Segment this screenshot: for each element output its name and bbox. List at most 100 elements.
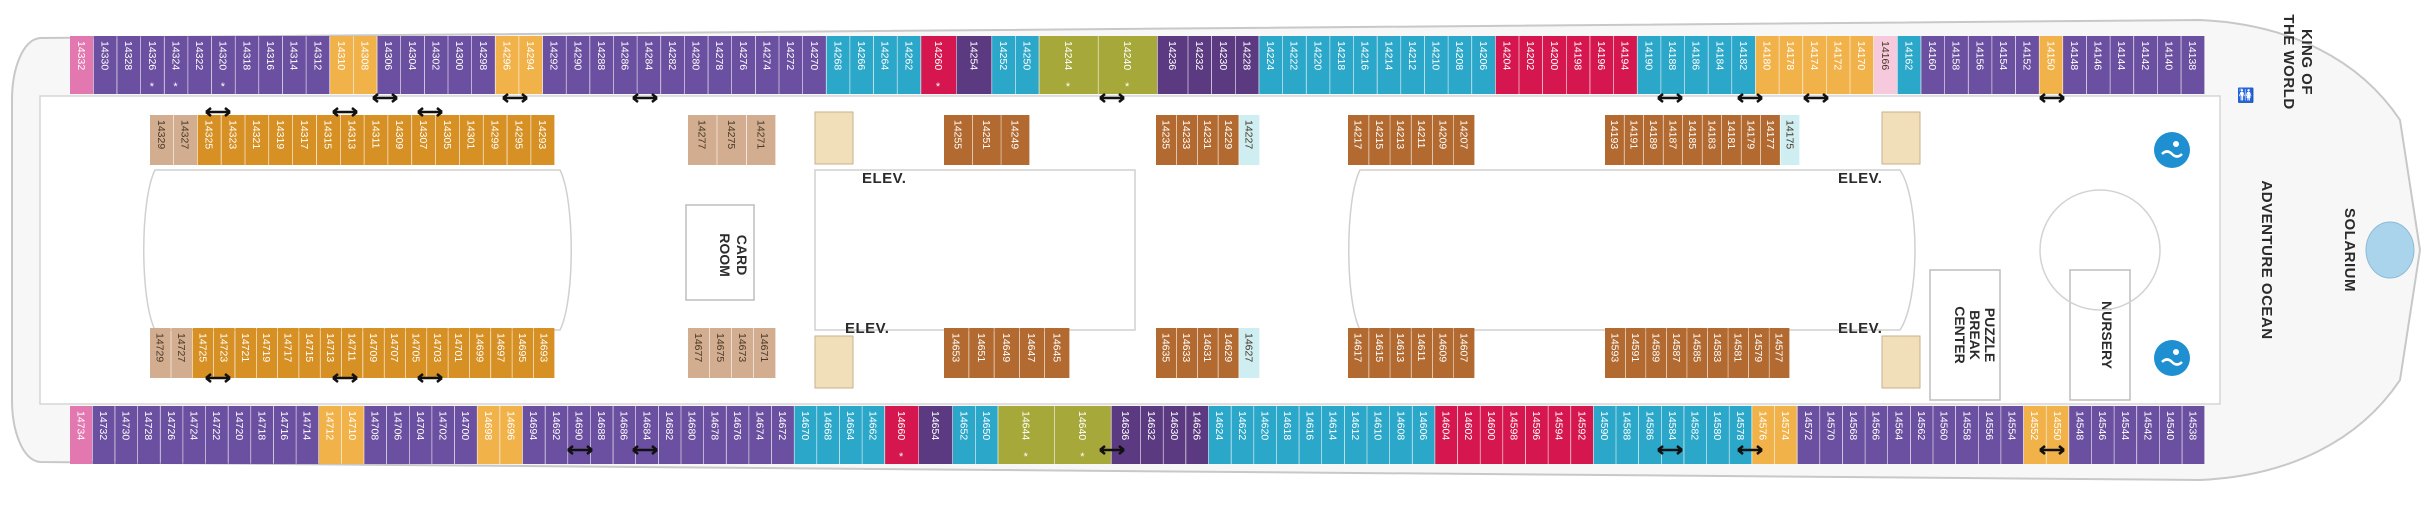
cabin[interactable]: 14158	[1944, 36, 1968, 94]
cabin[interactable]: 14232	[1188, 36, 1212, 94]
cabin[interactable]: 14208	[1448, 36, 1472, 94]
cabin[interactable]: 14207	[1453, 115, 1475, 165]
cabin[interactable]: 14550	[2046, 406, 2069, 464]
cabin[interactable]: 14693	[533, 328, 555, 378]
cabin[interactable]: 14706	[387, 406, 409, 464]
cabin[interactable]: 14695	[512, 328, 534, 378]
cabin[interactable]: 14583	[1707, 328, 1728, 378]
cabin[interactable]: 14177	[1761, 115, 1780, 165]
cabin[interactable]: 14701	[448, 328, 470, 378]
cabin[interactable]: 14616	[1299, 406, 1322, 464]
cabin[interactable]: 14703	[427, 328, 448, 378]
cabin[interactable]: 14588	[1616, 406, 1639, 464]
cabin[interactable]: 14215	[1369, 115, 1390, 165]
cabin[interactable]: 14649	[994, 328, 1019, 378]
cabin[interactable]: 14662	[862, 406, 885, 464]
cabin[interactable]: 14594	[1548, 406, 1571, 464]
cabin[interactable]: 14284	[637, 36, 661, 94]
cabin[interactable]: 14282	[661, 36, 685, 94]
cabin[interactable]: 14730	[115, 406, 138, 464]
cabin[interactable]: 14314	[282, 36, 306, 94]
cabin[interactable]: 14185	[1683, 115, 1702, 165]
cabin[interactable]: 14598	[1503, 406, 1526, 464]
cabin[interactable]: 14210	[1424, 36, 1448, 94]
cabin[interactable]: 14718	[251, 406, 274, 464]
cabin[interactable]: 14635	[1156, 328, 1177, 378]
cabin[interactable]: 14556	[1978, 406, 2001, 464]
cabin[interactable]: 14326*	[140, 36, 164, 94]
cabin[interactable]: 14696	[500, 406, 523, 464]
cabin[interactable]: 14209	[1432, 115, 1454, 165]
cabin[interactable]: 14574	[1774, 406, 1797, 464]
cabin[interactable]: 14191	[1624, 115, 1644, 165]
cabin[interactable]: 14610	[1367, 406, 1390, 464]
cabin[interactable]: 14286	[613, 36, 637, 94]
cabin[interactable]: 14293	[531, 115, 555, 165]
cabin[interactable]: 14650	[975, 406, 998, 464]
cabin[interactable]: 14216	[1353, 36, 1377, 94]
cabin[interactable]: 14540	[2159, 406, 2182, 464]
cabin[interactable]: 14299	[483, 115, 507, 165]
cabin[interactable]: 14260*	[921, 36, 957, 94]
cabin[interactable]: 14301	[459, 115, 483, 165]
cabin[interactable]: 14711	[341, 328, 363, 378]
cabin[interactable]: 14581	[1728, 328, 1749, 378]
cabin[interactable]: 14323	[221, 115, 245, 165]
cabin[interactable]: 14278	[708, 36, 732, 94]
cabin[interactable]: 14627	[1239, 328, 1260, 378]
cabin[interactable]: 14678	[703, 406, 726, 464]
cabin[interactable]: 14252	[992, 36, 1016, 94]
cabin[interactable]: 14230	[1212, 36, 1235, 94]
cabin[interactable]: 14615	[1369, 328, 1390, 378]
cabin[interactable]: 14264	[873, 36, 897, 94]
cabin[interactable]: 14560	[1933, 406, 1956, 464]
cabin[interactable]: 14712	[319, 406, 341, 464]
cabin[interactable]: 14280	[684, 36, 708, 94]
cabin[interactable]: 14608	[1389, 406, 1412, 464]
cabin[interactable]: 14640*	[1054, 406, 1111, 464]
cabin[interactable]: 14727	[171, 328, 192, 378]
cabin[interactable]: 14644*	[998, 406, 1055, 464]
cabin[interactable]: 14692	[545, 406, 568, 464]
cabin[interactable]: 14328	[117, 36, 141, 94]
cabin[interactable]: 14632	[1140, 406, 1163, 464]
cabin[interactable]: 14576	[1752, 406, 1775, 464]
cabin[interactable]: 14653	[944, 328, 969, 378]
cabin[interactable]: 14723	[213, 328, 235, 378]
cabin[interactable]: 14578	[1729, 406, 1752, 464]
cabin[interactable]: 14705	[405, 328, 427, 378]
cabin[interactable]: 14675	[710, 328, 732, 378]
cabin[interactable]: 14148	[2063, 36, 2087, 94]
cabin[interactable]: 14325	[197, 115, 221, 165]
cabin[interactable]: 14690	[568, 406, 591, 464]
cabin[interactable]: 14292	[542, 36, 566, 94]
cabin[interactable]: 14187	[1663, 115, 1683, 165]
cabin[interactable]: 14302	[424, 36, 448, 94]
cabin[interactable]: 14211	[1411, 115, 1433, 165]
cabin[interactable]: 14181	[1722, 115, 1741, 165]
cabin[interactable]: 14142	[2134, 36, 2158, 94]
cabin[interactable]: 14271	[746, 115, 776, 165]
cabin[interactable]: 14647	[1019, 328, 1045, 378]
cabin[interactable]: 14722	[205, 406, 228, 464]
cabin[interactable]: 14728	[137, 406, 160, 464]
cabin[interactable]: 14664	[839, 406, 862, 464]
cabin[interactable]: 14175	[1780, 115, 1800, 165]
cabin[interactable]: 14152	[2015, 36, 2039, 94]
cabin[interactable]: 14717	[277, 328, 299, 378]
cabin[interactable]: 14668	[817, 406, 840, 464]
cabin[interactable]: 14546	[2091, 406, 2114, 464]
cabin[interactable]: 14714	[296, 406, 319, 464]
cabin[interactable]: 14266	[850, 36, 874, 94]
cabin[interactable]: 14220	[1306, 36, 1330, 94]
cabin[interactable]: 14684	[636, 406, 658, 464]
cabin[interactable]: 14202	[1519, 36, 1543, 94]
cabin[interactable]: 14699	[469, 328, 491, 378]
cabin[interactable]: 14229	[1218, 115, 1239, 165]
cabin[interactable]: 14600	[1480, 406, 1503, 464]
cabin[interactable]: 14270	[802, 36, 826, 94]
cabin[interactable]: 14300	[448, 36, 472, 94]
cabin[interactable]: 14255	[944, 115, 973, 165]
cabin[interactable]: 14720	[228, 406, 251, 464]
cabin[interactable]: 14170	[1850, 36, 1874, 94]
